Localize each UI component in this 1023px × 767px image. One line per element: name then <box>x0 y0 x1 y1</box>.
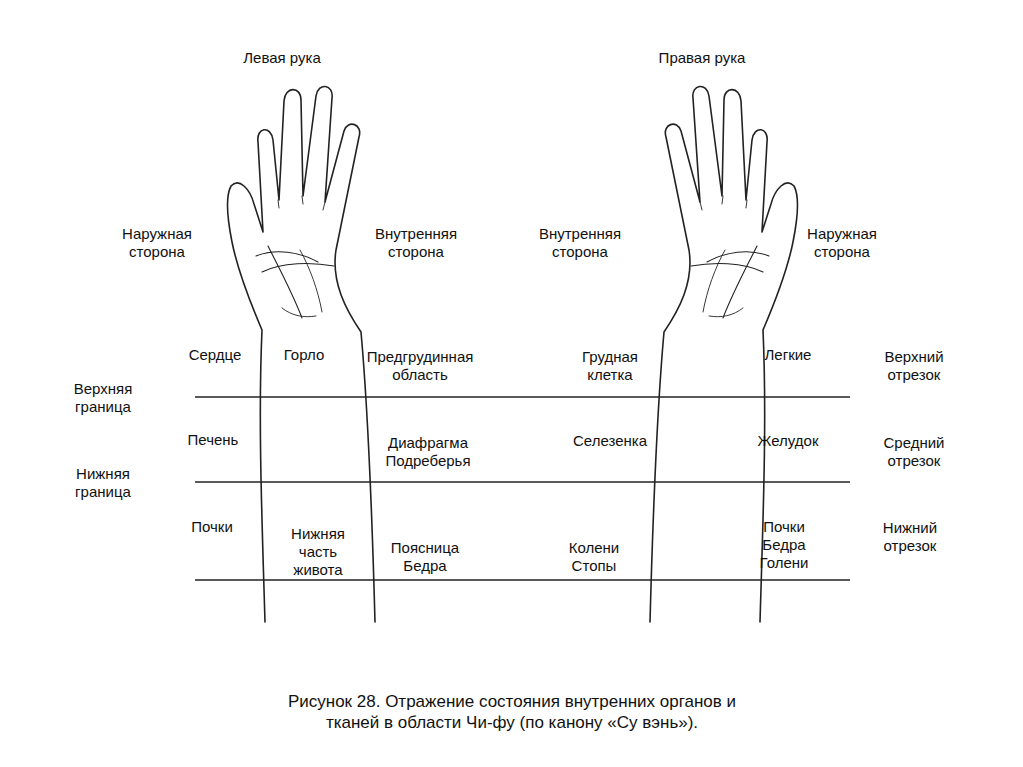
side-label: Наружная сторона <box>792 225 892 261</box>
boundary-label: Верхняя граница <box>58 380 148 416</box>
segment-label: Нижний отрезок <box>868 519 953 555</box>
side-label: Наружная сторона <box>107 225 207 261</box>
boundary-label: Нижняя граница <box>58 465 148 501</box>
organ-label: Диафрагма Подреберья <box>376 434 481 470</box>
segment-label: Средний отрезок <box>872 434 957 470</box>
hand-title: Правая рука <box>659 49 746 67</box>
organ-label: Сердце <box>189 346 242 364</box>
organ-label: Предгрудинная область <box>353 348 488 384</box>
side-label: Внутренняя сторона <box>525 225 635 261</box>
organ-label: Печень <box>188 431 239 449</box>
organ-label: Легкие <box>765 346 812 364</box>
organ-label: Грудная клетка <box>568 348 653 384</box>
lower-boundary-line <box>195 481 850 483</box>
organ-label: Почки Бедра Голени <box>753 518 815 572</box>
left-hand <box>227 86 375 622</box>
organ-label: Горло <box>284 346 325 364</box>
organ-label: Поясница Бедра <box>383 539 468 575</box>
organ-label: Колени Стопы <box>563 539 625 575</box>
boundary-lines <box>195 397 850 580</box>
organ-label: Селезенка <box>573 432 647 450</box>
segment-label: Верхний отрезок <box>872 348 957 384</box>
figure-caption: Рисунок 28. Отражение состояния внутренн… <box>277 691 747 733</box>
bottom-line <box>195 579 850 581</box>
side-label: Внутренняя сторона <box>361 225 471 261</box>
upper-boundary-line <box>195 396 850 398</box>
organ-label: Почки <box>191 518 233 536</box>
organ-label: Нижняя часть живота <box>282 525 354 579</box>
hand-title: Левая рука <box>243 49 321 67</box>
organ-label: Желудок <box>758 432 819 450</box>
